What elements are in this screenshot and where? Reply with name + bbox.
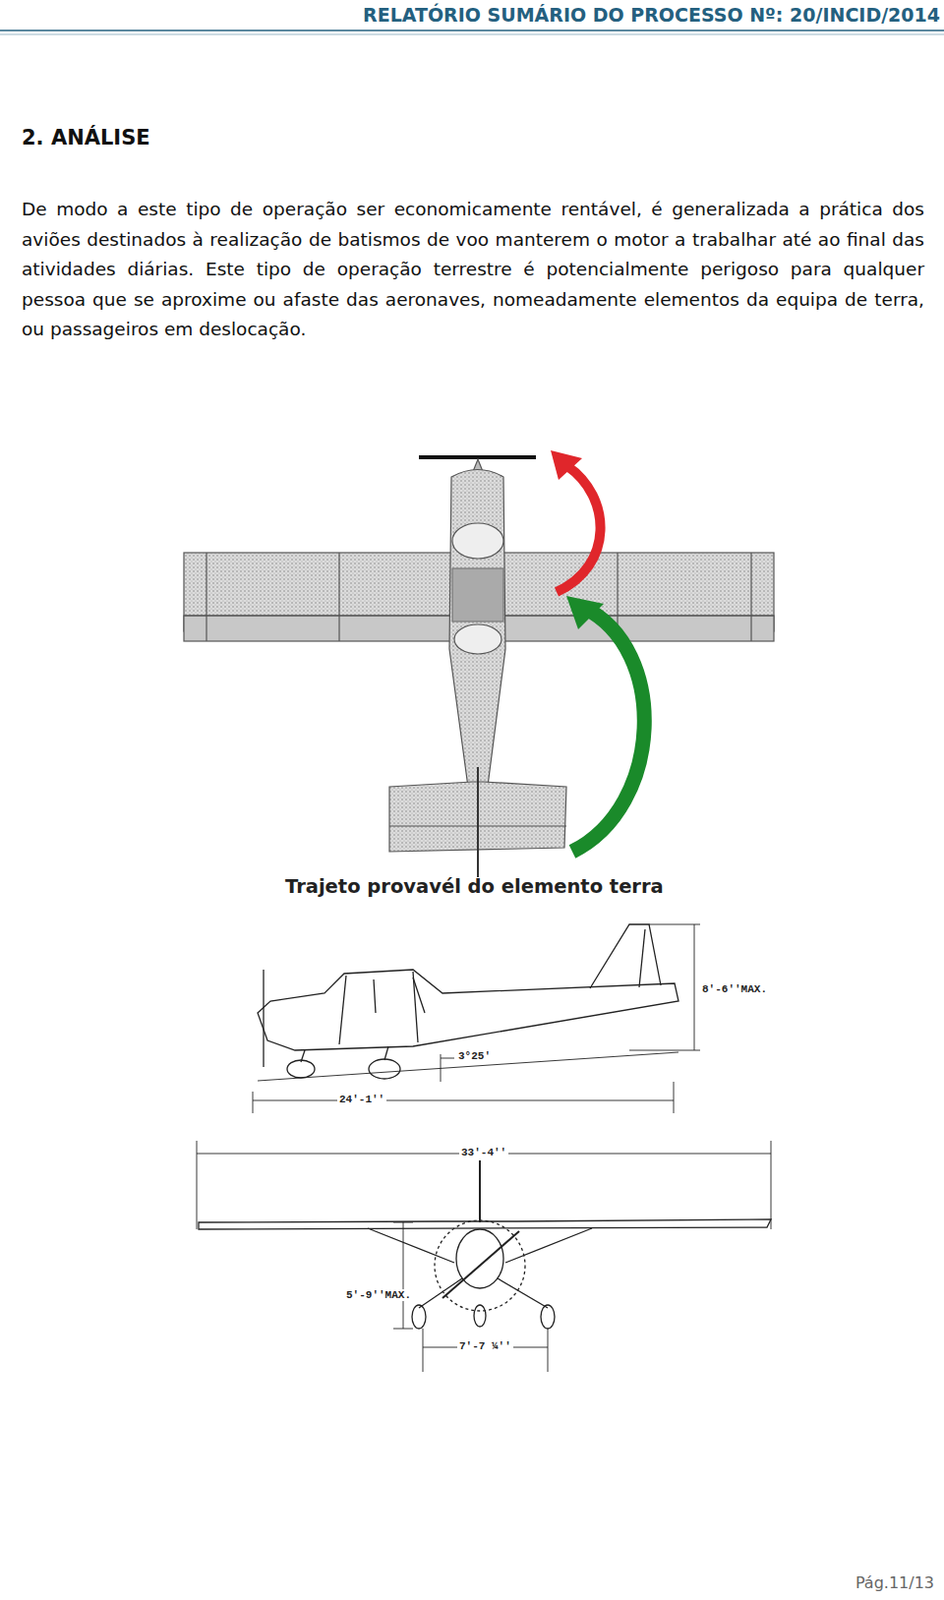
ground-crew-path (550, 450, 645, 852)
dimension-label: 3°25' (456, 1050, 493, 1062)
dimension-label: 7'-7 ¼'' (457, 1340, 514, 1353)
header-rule (0, 34, 944, 36)
top-view (183, 457, 774, 878)
section-heading: 2. ANÁLISE (21, 125, 151, 150)
page-header: RELATÓRIO SUMÁRIO DO PROCESSO Nº: 20/INC… (362, 3, 941, 26)
header-rule (0, 29, 944, 32)
dimension-label: 8'-6''MAX. (700, 983, 769, 996)
figure-caption: Trajeto provavél do elemento terra (285, 875, 664, 898)
body-paragraph: De modo a este tipo de operação ser econ… (21, 194, 925, 346)
dimension-label: 24'-1'' (337, 1093, 387, 1106)
page-number: Pág.11/13 (855, 1573, 935, 1593)
dimension-label: 33'-4'' (459, 1146, 509, 1159)
dimension-label: 5'-9''MAX. (344, 1289, 413, 1301)
front-view (196, 1140, 771, 1372)
side-view (252, 924, 701, 1114)
